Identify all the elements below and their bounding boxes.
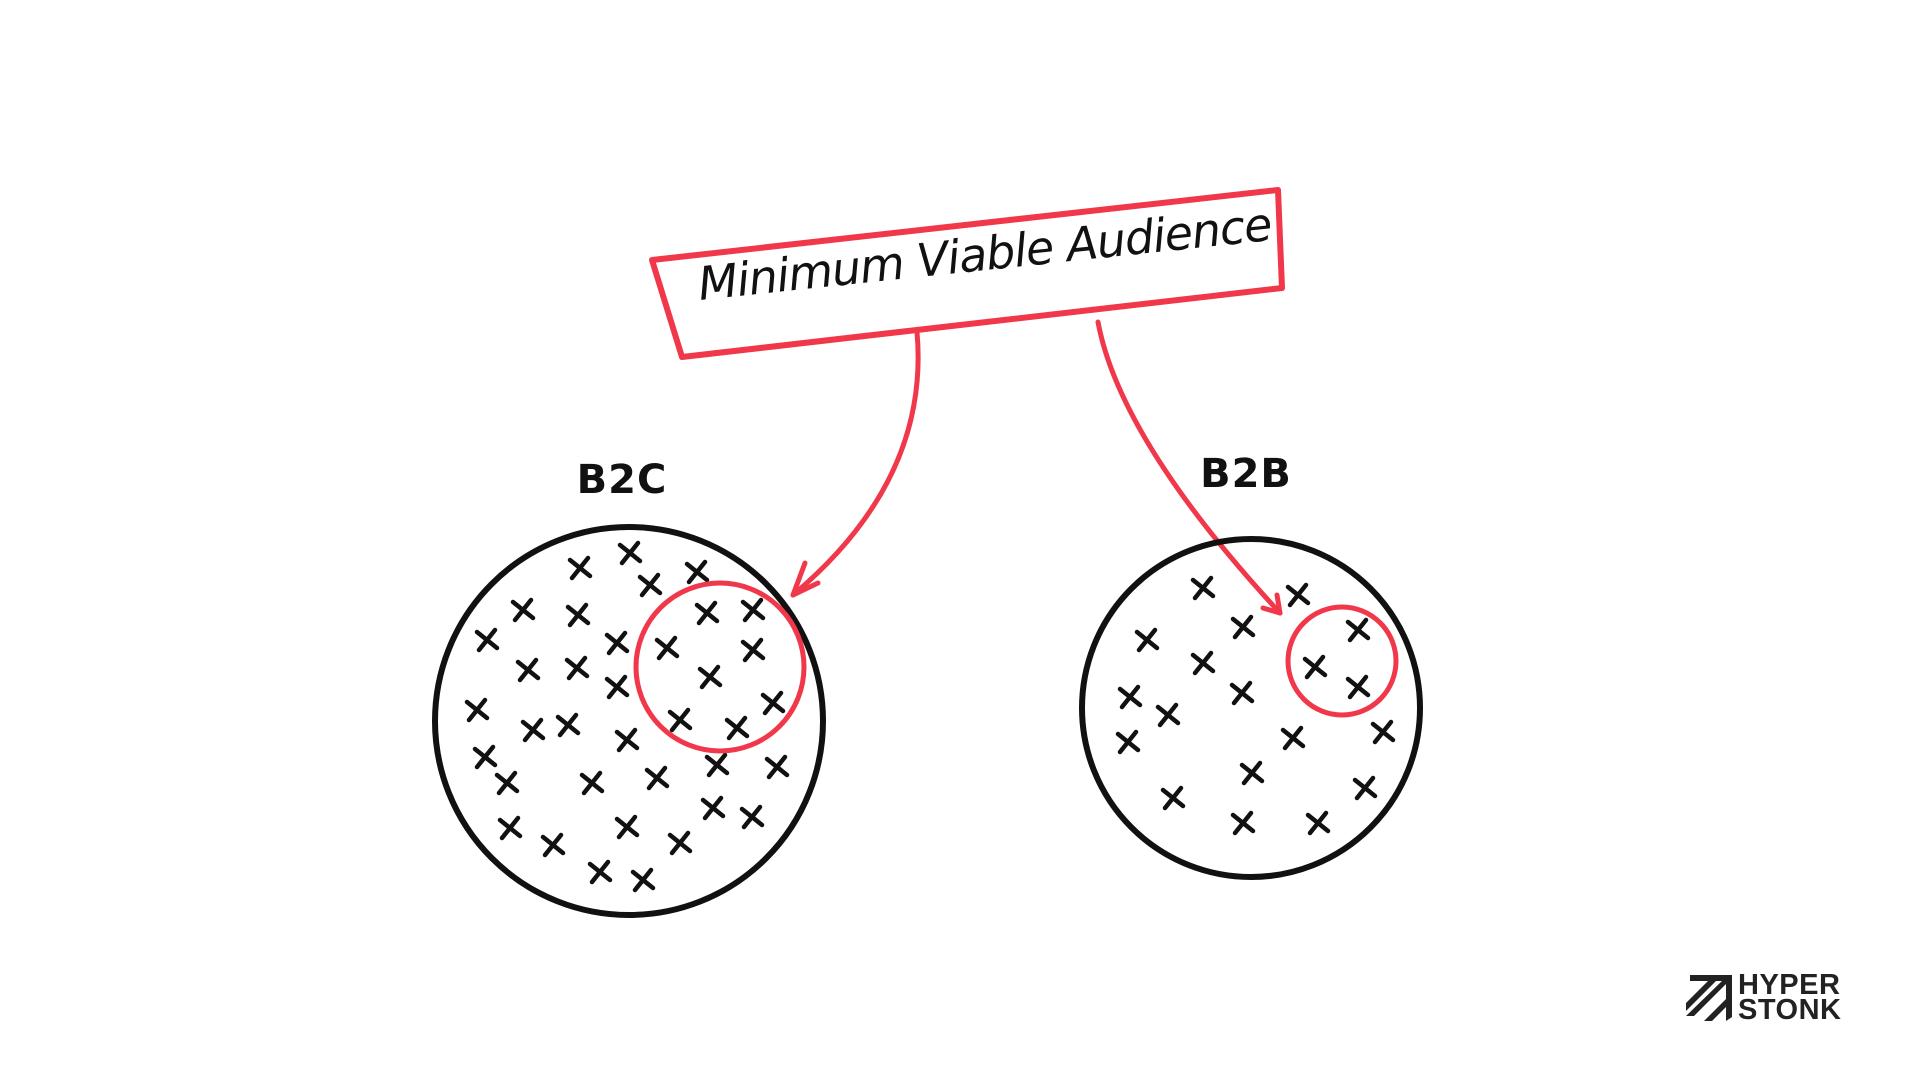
market-circle <box>1079 536 1423 880</box>
audience-member-mark <box>540 832 566 858</box>
audience-member-mark <box>667 707 693 733</box>
audience-member-mark <box>1352 775 1378 801</box>
mva-highlight-circle <box>633 580 807 754</box>
audience-member-mark <box>1345 674 1371 700</box>
logo-wordmark: HYPER STONK <box>1738 969 1842 1026</box>
audience-member-mark <box>637 572 663 598</box>
group-label: B2C <box>577 457 668 503</box>
arrow-shaft <box>790 329 921 598</box>
audience-member-mark <box>1370 719 1396 745</box>
audience-member-mark <box>614 727 640 753</box>
audience-member-mark <box>464 697 490 723</box>
audience-member-mark <box>494 770 520 796</box>
audience-member-mark <box>565 602 591 628</box>
audience-member-mark <box>1117 684 1143 710</box>
mva-highlight-circle <box>1285 604 1399 718</box>
arrow-to-b2c <box>790 329 921 598</box>
logo-line-2: STONK <box>1738 994 1842 1026</box>
audience-member-mark <box>1190 650 1216 676</box>
audience-member-mark <box>644 765 670 791</box>
audience-member-mark <box>510 597 536 623</box>
audience-member-mark <box>1280 725 1306 751</box>
audience-member-mark <box>700 795 726 821</box>
audience-member-mark <box>604 630 630 656</box>
logo-line-1: HYPER <box>1738 969 1841 1001</box>
title-box-outline <box>649 187 1285 360</box>
audience-member-mark <box>587 859 613 885</box>
audience-member-mark <box>1160 785 1186 811</box>
audience-member-mark <box>497 815 523 841</box>
audience-member-mark <box>604 674 630 700</box>
audience-member-mark <box>704 752 730 778</box>
audience-groups: B2C B2B <box>432 451 1423 918</box>
audience-member-mark <box>630 867 656 893</box>
audience-member-mark <box>555 712 581 738</box>
title-box: Minimum Viable Audience <box>649 187 1285 360</box>
audience-member-mark <box>617 540 643 566</box>
audience-member-mark <box>515 657 541 683</box>
audience-member-mark <box>1345 617 1371 643</box>
audience-member-mark <box>667 830 693 856</box>
audience-member-mark <box>724 715 750 741</box>
audience-member-mark <box>564 655 590 681</box>
audience-member-mark <box>760 690 786 716</box>
audience-member-mark <box>764 754 790 780</box>
hyperstonk-logo: HYPER STONK <box>1686 969 1842 1026</box>
audience-member-mark <box>1115 729 1141 755</box>
title-text: Minimum Viable Audience <box>696 197 1274 311</box>
audience-member-mark <box>1229 680 1255 706</box>
arrow-shaft <box>1095 319 1283 616</box>
audience-member-mark <box>1285 582 1311 608</box>
audience-member-mark <box>472 744 498 770</box>
audience-member-mark <box>684 559 710 585</box>
audience-member-mark <box>579 770 605 796</box>
audience-b2b: B2B <box>1079 451 1423 880</box>
audience-member-mark <box>1305 810 1331 836</box>
arrow-to-b2b <box>1095 319 1283 616</box>
arrows <box>790 319 1283 616</box>
audience-member-mark <box>1134 627 1160 653</box>
audience-b2c: B2C <box>432 457 826 918</box>
audience-member-mark <box>1230 614 1256 640</box>
audience-member-mark <box>614 814 640 840</box>
audience-member-mark <box>1230 810 1256 836</box>
audience-member-mark <box>1190 575 1216 601</box>
market-circle <box>432 524 826 918</box>
audience-member-mark <box>567 555 593 581</box>
arrow-head <box>1260 605 1283 616</box>
audience-member-mark <box>1302 654 1328 680</box>
audience-member-mark <box>740 597 766 623</box>
audience-member-mark <box>1155 702 1181 728</box>
audience-member-mark <box>694 600 720 626</box>
audience-member-mark <box>739 804 765 830</box>
stripes-arrow-icon <box>1686 975 1732 1021</box>
arrow-head <box>1274 592 1283 616</box>
audience-member-mark <box>654 635 680 661</box>
audience-member-mark <box>1239 760 1265 786</box>
audience-member-mark <box>697 664 723 690</box>
group-label: B2B <box>1200 451 1292 497</box>
audience-member-mark <box>740 637 766 663</box>
audience-member-mark <box>520 717 546 743</box>
arrow-head <box>790 560 808 598</box>
audience-member-mark <box>474 627 500 653</box>
arrow-head <box>790 580 821 598</box>
